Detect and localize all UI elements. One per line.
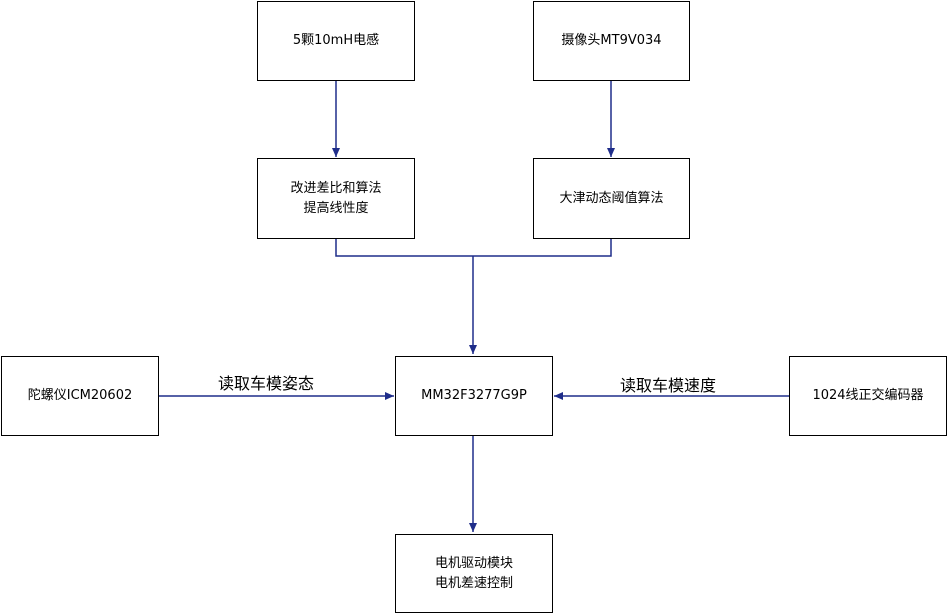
node-diff-ratio-line2: 提高线性度 <box>303 200 369 216</box>
label-gyro-to-mcu: 读取车模姿态 <box>218 374 315 393</box>
node-camera: 摄像头MT9V034 <box>533 1 690 81</box>
node-motor: 电机驱动模块 电机差速控制 <box>395 534 553 613</box>
node-mcu-text: MM32F3277G9P <box>421 388 527 403</box>
node-encoder: 1024线正交编码器 <box>789 356 947 436</box>
node-otsu: 大津动态阈值算法 <box>533 158 690 239</box>
node-inductor-text: 5颗10mH电感 <box>292 33 380 48</box>
node-inductor: 5颗10mH电感 <box>257 1 415 81</box>
label-encoder-to-mcu: 读取车模速度 <box>620 376 717 395</box>
node-mcu: MM32F3277G9P <box>395 356 553 436</box>
node-motor-line1: 电机驱动模块 <box>434 555 513 571</box>
node-diff-ratio: 改进差比和算法 提高线性度 <box>257 158 415 239</box>
node-otsu-text: 大津动态阈值算法 <box>559 190 664 206</box>
node-gyro-text: 陀螺仪ICM20602 <box>27 388 133 403</box>
node-motor-line2: 电机差速控制 <box>434 575 513 591</box>
node-diff-ratio-line1: 改进差比和算法 <box>290 180 382 196</box>
node-encoder-text: 1024线正交编码器 <box>812 388 924 403</box>
merge-line <box>335 238 612 257</box>
node-camera-text: 摄像头MT9V034 <box>561 33 662 48</box>
node-gyro: 陀螺仪ICM20602 <box>1 356 159 436</box>
